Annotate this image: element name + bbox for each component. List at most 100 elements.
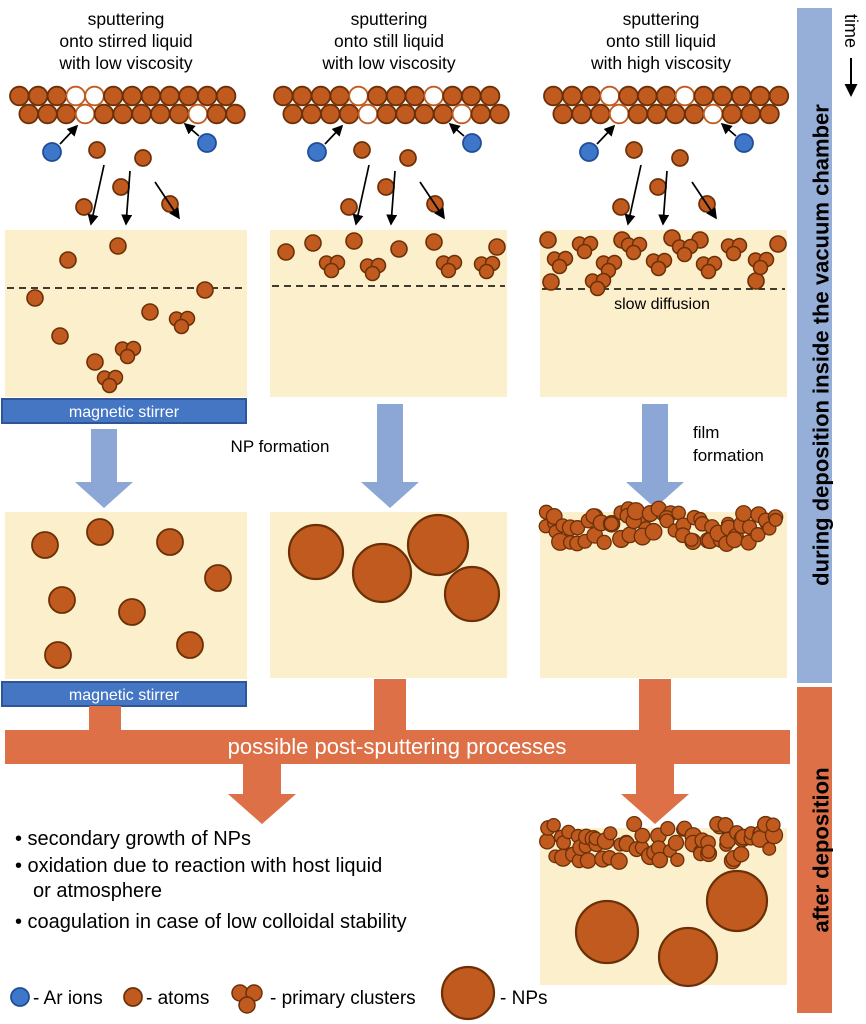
trajectory-arrow (154, 181, 180, 220)
sidebar-after-bar (797, 687, 832, 1013)
film-atom (670, 852, 685, 867)
bullet-coagulation: • coagulation in case of low colloidal s… (15, 911, 407, 933)
np (351, 542, 413, 604)
film-atom (610, 852, 628, 870)
target-atom (543, 85, 564, 107)
col3-title-line3: with high viscosity (590, 53, 731, 73)
film-atom (765, 817, 781, 833)
target-atom (168, 103, 190, 125)
target-atom (140, 85, 162, 107)
sputter-vacancy (674, 85, 696, 107)
atom (134, 149, 152, 167)
film-atom (725, 531, 743, 549)
primary-cluster-atom (725, 245, 742, 262)
trajectory-arrow (386, 170, 398, 226)
film-layers (538, 500, 784, 870)
target-atom (404, 85, 426, 107)
target-atom (432, 103, 454, 125)
post-process-arrow-left (228, 763, 296, 824)
np (443, 565, 501, 623)
atom (488, 238, 506, 256)
legend-ar-ion-glyph (10, 987, 30, 1007)
col3-title-line2: onto still liquid (606, 31, 716, 51)
atom (399, 149, 417, 167)
target-atom (712, 85, 733, 107)
target-atom (37, 103, 58, 125)
target-atom (749, 85, 771, 107)
target-atom (197, 85, 218, 107)
atom (353, 141, 371, 159)
atom (75, 198, 93, 216)
trajectory-arrow (183, 122, 200, 137)
liquid-panel-stirred (5, 230, 247, 397)
post-sputtering-band-label: possible post-sputtering processes (228, 734, 567, 759)
trajectory-arrow (658, 170, 670, 226)
target-atom (561, 85, 583, 107)
sputter-vacancy (357, 103, 379, 125)
target-atom (121, 85, 143, 107)
film-atom (569, 520, 586, 536)
legend-glyphs (10, 965, 496, 1021)
trajectory-arrow (691, 181, 717, 220)
target-atom (395, 103, 416, 125)
np-formation-arrow (361, 404, 419, 508)
primary-cluster-atom (551, 258, 568, 275)
magnetic-stirrer-label-2: magnetic stirrer (69, 687, 180, 704)
film-atom (667, 834, 685, 851)
primary-cluster-atom (700, 263, 717, 280)
np (118, 598, 146, 626)
target-atom (112, 103, 133, 125)
trajectory-arrow (624, 164, 642, 226)
primary-cluster-atom (589, 280, 606, 297)
connector-stub-2 (374, 679, 406, 732)
target-atom (215, 85, 237, 107)
connector-stub-1 (89, 706, 121, 732)
sidebar-during-label: during deposition inside the vacuum cham… (809, 104, 834, 586)
atom (59, 251, 77, 269)
target-atom (552, 103, 573, 125)
target-atom (206, 103, 227, 125)
target-atom (470, 103, 491, 125)
ar-ion (307, 142, 327, 162)
sputter-vacancy (702, 103, 724, 125)
target-atom (646, 103, 667, 125)
atom (612, 198, 630, 216)
primary-cluster-atom (625, 244, 642, 261)
target-atom (665, 103, 686, 125)
trajectory-arrow (596, 124, 616, 145)
primary-cluster-atom (576, 243, 593, 260)
bullet-oxidation: • oxidation due to reaction with host li… (15, 855, 382, 877)
sputter-vacancy (84, 85, 105, 107)
film-atom (603, 516, 619, 532)
col1-title-line3: with low viscosity (58, 53, 192, 73)
target-atom (27, 85, 49, 107)
np (204, 564, 232, 592)
target-atom (590, 103, 611, 125)
np (287, 523, 345, 581)
nanoparticles (31, 513, 769, 988)
time-label: time (841, 14, 861, 48)
target-atom (627, 103, 649, 125)
stirred-process-arrow (75, 429, 133, 508)
target-atom (320, 103, 341, 125)
target-atom (225, 103, 246, 125)
col3-title-line1: sputtering (623, 9, 700, 29)
target-atom (338, 103, 360, 125)
target-atom (103, 85, 124, 107)
legend-atom-glyph (123, 987, 143, 1007)
target-atom (461, 85, 482, 107)
legend-cluster-glyph (238, 996, 256, 1014)
film-atom (539, 833, 556, 850)
trajectory-arrow (448, 122, 465, 137)
trajectory-arrow (59, 124, 79, 145)
trajectory-arrow (324, 124, 344, 145)
atom (769, 235, 787, 253)
film-atom (603, 826, 618, 841)
connector-stub-3 (639, 679, 671, 732)
liquid-panel-still-low (270, 230, 507, 397)
atom (625, 141, 643, 159)
np (44, 641, 72, 669)
ar-ion (197, 133, 217, 153)
target-atom (414, 103, 435, 125)
np (31, 531, 59, 559)
